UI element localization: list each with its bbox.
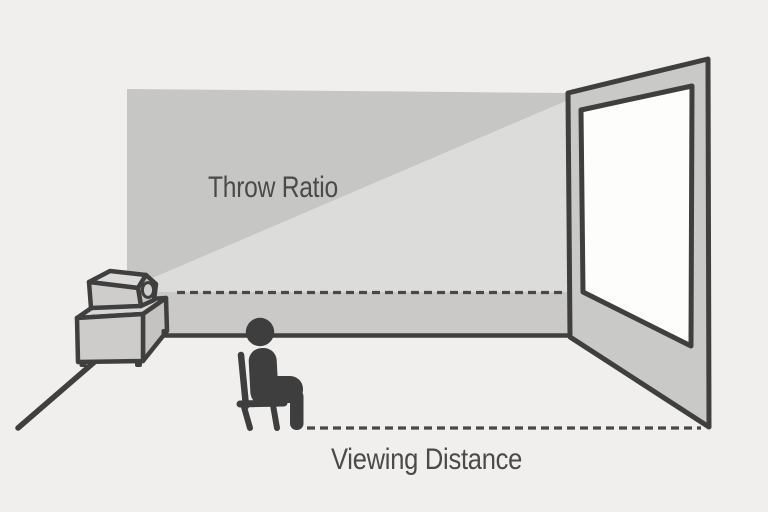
stand-front-face — [74, 311, 146, 365]
chair-backrest — [237, 351, 250, 410]
projection-screen — [565, 56, 712, 430]
viewer-head — [245, 317, 275, 347]
chair-front-leg — [270, 402, 280, 431]
left-floor-line — [15, 355, 102, 431]
stand-foot-right — [135, 360, 142, 367]
wall-below-beam — [127, 292, 568, 336]
viewing-distance-label: Viewing Distance — [331, 443, 523, 476]
projector-lens — [140, 281, 156, 299]
stand-foot-left — [79, 360, 87, 367]
throw-ratio-label: Throw Ratio — [208, 171, 338, 204]
chair-back-leg — [241, 404, 253, 431]
projection-beam — [150, 100, 568, 295]
screen-surface — [578, 83, 695, 349]
projector-front-face — [86, 279, 144, 311]
viewer-person — [245, 317, 304, 430]
viewer-shin — [290, 390, 304, 430]
projector — [86, 268, 159, 311]
stand-foot-back — [161, 329, 168, 337]
